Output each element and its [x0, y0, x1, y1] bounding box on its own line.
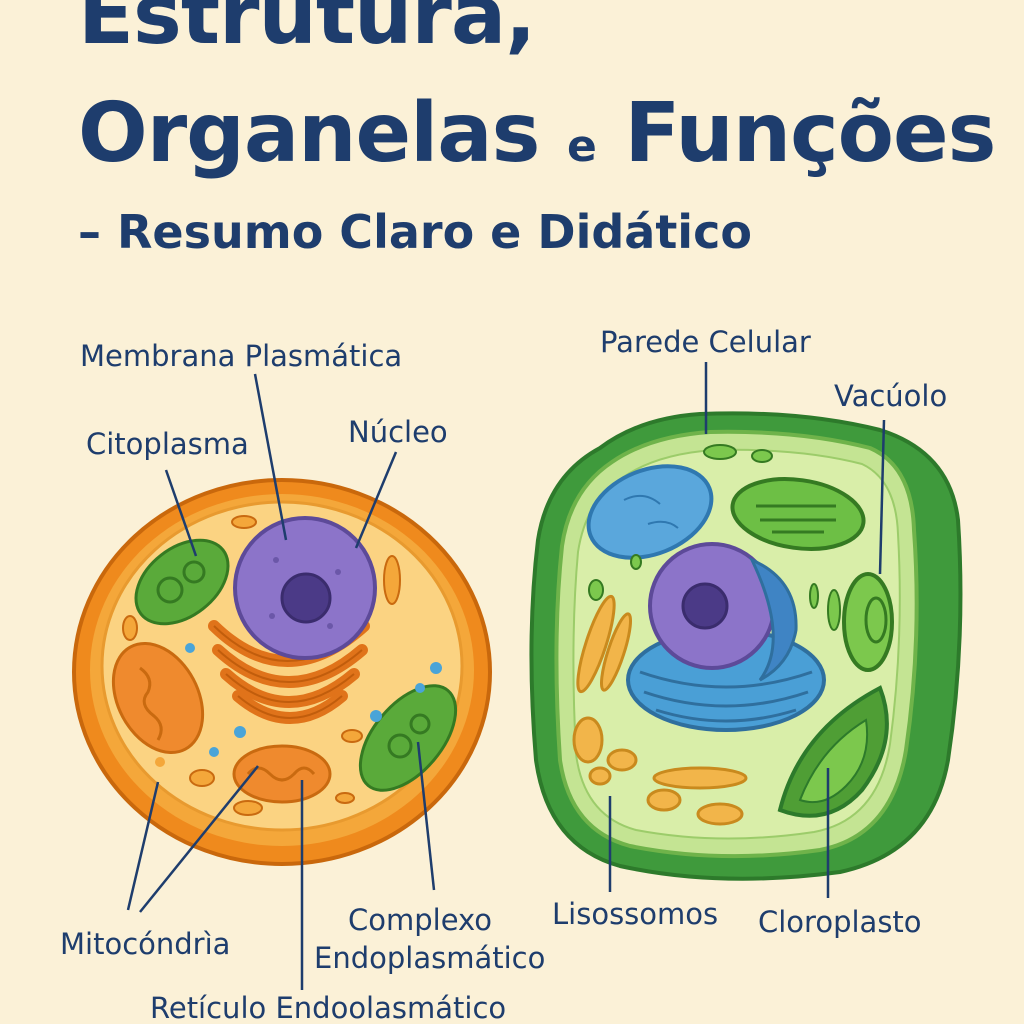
- subtitle: – Resumo Claro e Didático: [78, 205, 752, 259]
- animal-mitochondrion-2: [232, 744, 332, 804]
- animal-green-organelle-left: [134, 538, 230, 626]
- label-complexo-line1: Complexo: [348, 903, 492, 937]
- animal-cell: [72, 478, 492, 866]
- label-citoplasma: Citoplasma: [86, 427, 249, 461]
- plant-small-green-vesicles: [588, 444, 819, 609]
- label-vacuolo: Vacúolo: [834, 379, 947, 413]
- leader-mitocondria-2: [139, 765, 259, 913]
- plant-chloroplast-top: [730, 477, 866, 551]
- title-word-funcoes: Funções: [624, 86, 996, 181]
- plant-organelles-orange: [572, 594, 748, 826]
- label-parede-celular: Parede Celular: [600, 325, 811, 359]
- leader-lines: [126, 362, 886, 990]
- title-word-organelas: Organelas: [78, 86, 540, 181]
- animal-mitochondrion: [111, 641, 205, 755]
- label-cloroplasto: Cloroplasto: [758, 905, 922, 939]
- leader-nucleo: [354, 451, 398, 549]
- plant-vacuole-blue: [586, 464, 714, 560]
- label-reticulo-endoplasmatico: Retículo Endoolasmático: [150, 991, 506, 1024]
- leader-mitocondria-1: [126, 781, 160, 911]
- plant-chloroplast-bottom: [777, 685, 889, 818]
- label-nucleo: Núcleo: [348, 415, 448, 449]
- title-word-e: e: [566, 121, 597, 172]
- leader-complexo: [416, 741, 436, 891]
- label-lisossomos: Lisossomos: [552, 897, 718, 931]
- plant-vacuole-green: [827, 572, 894, 672]
- animal-nucleus: [233, 516, 377, 660]
- leader-vacuolo: [878, 419, 886, 575]
- plant-cell: [529, 411, 963, 881]
- leader-membrana: [253, 373, 288, 541]
- title-line-2: Organelas e Funções: [78, 86, 996, 181]
- animal-vesicles: [122, 515, 442, 816]
- label-mitocondria: Mitocóndrìa: [60, 927, 230, 961]
- leader-citoplasma: [164, 469, 198, 557]
- label-complexo-line2: Endoplasmático: [314, 941, 545, 975]
- plant-nucleus: [626, 542, 826, 732]
- label-membrana-plasmatica: Membrana Plasmática: [80, 339, 402, 373]
- title-line-1: Estrutura,: [78, 0, 536, 63]
